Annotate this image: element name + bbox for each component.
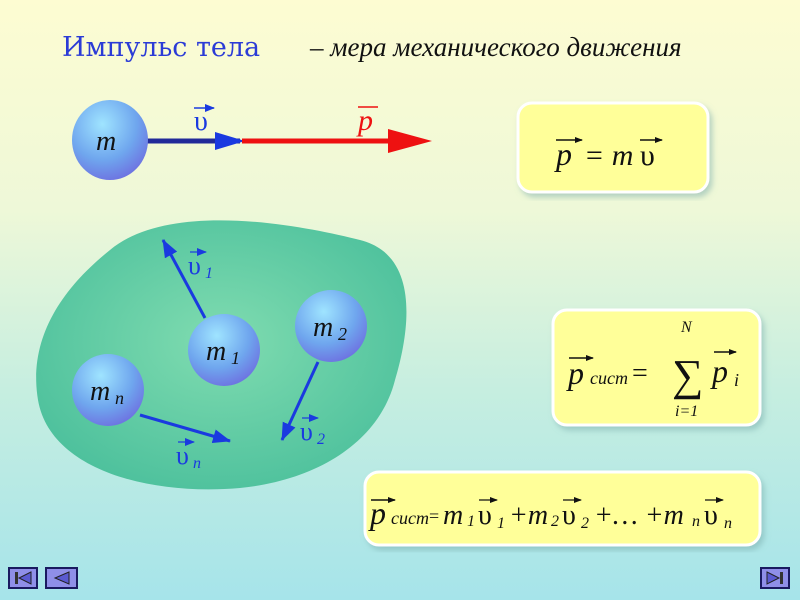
svg-text:=: =: [632, 358, 648, 389]
formula-box-momentum: [516, 101, 710, 194]
svg-text:υ: υ: [300, 417, 313, 446]
first-slide-button[interactable]: [8, 567, 38, 589]
svg-text:υ: υ: [176, 441, 189, 470]
body-2: m 2 υ 2: [280, 290, 367, 448]
svg-text:+… +m: +… +m: [594, 500, 684, 531]
formula-box-expanded: [363, 470, 762, 547]
body-ball: [72, 100, 148, 180]
formula-box-sum: [551, 308, 762, 427]
back-arrow-icon: [53, 571, 70, 585]
svg-text:m: m: [443, 500, 463, 531]
slide-title: Импульс тела: [62, 32, 260, 63]
svg-text:m: m: [313, 312, 333, 343]
sigma-symbol: ∑: [672, 351, 703, 400]
momentum-arrowhead: [388, 129, 432, 153]
skip-back-icon: [15, 571, 32, 585]
velocity-arrowhead: [215, 132, 245, 150]
svg-text:2: 2: [581, 515, 589, 532]
svg-text:i: i: [734, 370, 739, 390]
skip-forward-icon: [766, 571, 783, 585]
single-body-diagram: m υ p: [72, 100, 432, 180]
svg-text:n: n: [193, 455, 201, 472]
formula-expanded: p сист = m 1 υ 1 +m 2 υ 2 +… +m n υ n: [368, 495, 732, 532]
last-slide-button[interactable]: [760, 567, 790, 589]
slide-subtitle: – мера механического движения: [309, 32, 682, 62]
svg-text:N: N: [680, 319, 693, 336]
body-1: m 1 υ 1: [161, 239, 260, 386]
mass-label: m: [96, 126, 116, 157]
svg-text:1: 1: [205, 265, 213, 282]
svg-text:p: p: [566, 355, 584, 391]
svg-text:n: n: [692, 513, 700, 530]
svg-text:υ: υ: [704, 500, 718, 531]
svg-text:2: 2: [317, 431, 325, 448]
svg-text:+m: +m: [509, 500, 548, 531]
momentum-label: p: [356, 104, 373, 137]
svg-text:n: n: [115, 388, 124, 408]
svg-text:сист: сист: [391, 508, 429, 528]
svg-text:υ: υ: [188, 251, 201, 280]
svg-text:1: 1: [231, 348, 240, 368]
svg-text:i=1: i=1: [675, 403, 698, 420]
svg-text:υ: υ: [562, 500, 576, 531]
body-n: m n υ n: [72, 354, 231, 472]
velocity-label: υ: [194, 106, 208, 137]
svg-text:1: 1: [497, 515, 505, 532]
formula-v: υ: [640, 139, 655, 172]
svg-text:m: m: [206, 336, 226, 367]
svg-text:2: 2: [551, 513, 559, 530]
svg-text:m: m: [90, 376, 110, 407]
svg-text:=: =: [429, 506, 439, 526]
svg-text:p: p: [710, 353, 728, 389]
svg-text:1: 1: [467, 513, 475, 530]
svg-text:2: 2: [338, 324, 347, 344]
svg-text:n: n: [724, 515, 732, 532]
formula-p: p: [554, 136, 572, 172]
formula-eq-m: = m: [584, 139, 633, 172]
previous-slide-button[interactable]: [45, 567, 78, 589]
svg-text:сист: сист: [590, 368, 628, 388]
svg-text:p: p: [368, 495, 386, 531]
svg-text:υ: υ: [478, 500, 492, 531]
